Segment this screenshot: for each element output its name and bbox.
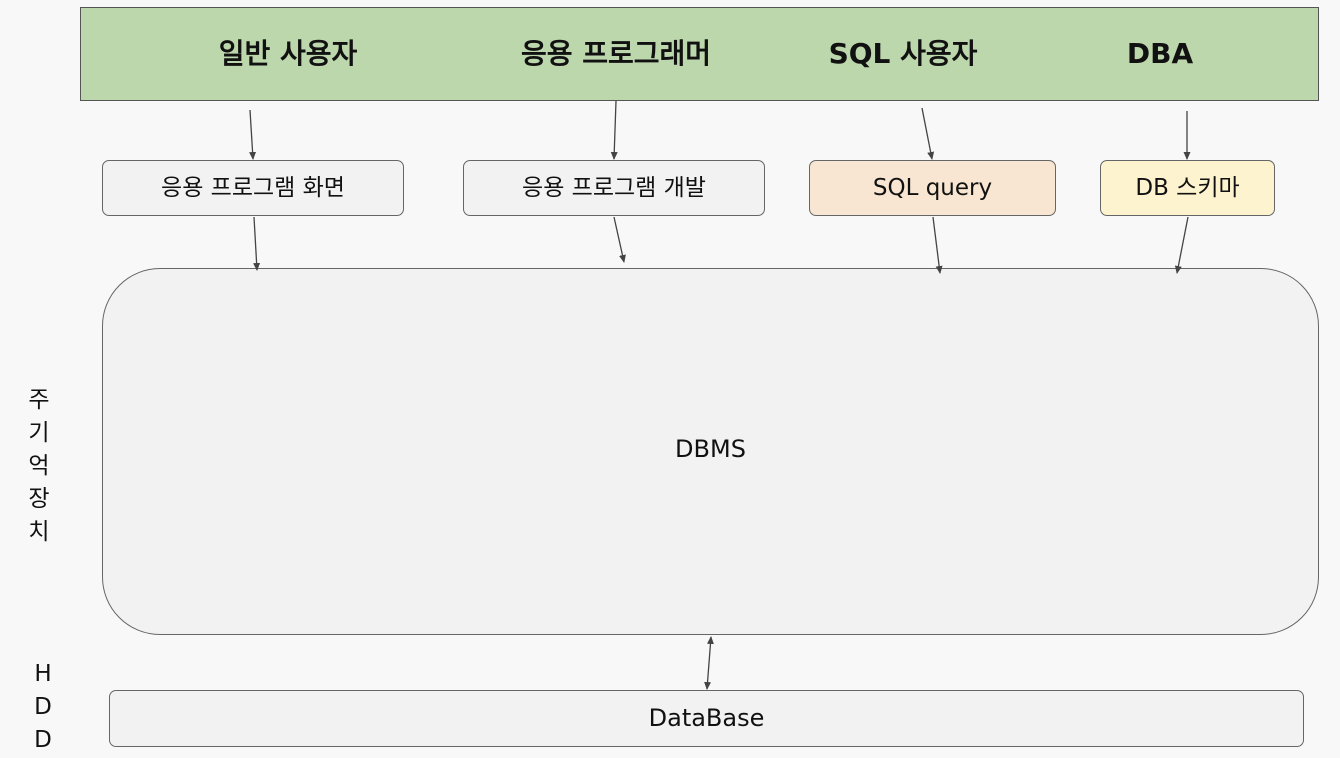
main-memory-label: 주 기 억 장 치 xyxy=(24,384,54,549)
arrow-query-to-dbms xyxy=(932,216,943,274)
main-memory-char: 억 xyxy=(28,453,50,479)
main-memory-char: 기 xyxy=(28,420,50,446)
db-schema-box: DB 스키마 xyxy=(1100,160,1275,216)
main-memory-char: 장 xyxy=(28,486,50,512)
hdd-char: H xyxy=(34,661,52,687)
actor-bar: 일반 사용자 응용 프로그래머 SQL 사용자 DBA xyxy=(80,7,1319,101)
app-dev-box: 응용 프로그램 개발 xyxy=(463,160,765,216)
arrow-sqluser-to-query xyxy=(921,107,935,160)
actor-app-programmer: 응용 프로그래머 xyxy=(520,37,712,70)
app-dev-label: 응용 프로그램 개발 xyxy=(522,175,706,201)
hdd-char: D xyxy=(34,727,52,753)
app-screen-label: 응용 프로그램 화면 xyxy=(161,175,345,201)
main-memory-char: 주 xyxy=(28,387,50,413)
app-screen-box: 응용 프로그램 화면 xyxy=(102,160,404,216)
sql-query-label: SQL query xyxy=(872,175,993,201)
main-memory-char: 치 xyxy=(28,519,50,545)
arrow-programmer-to-dev xyxy=(610,100,618,160)
sql-query-box: SQL query xyxy=(809,160,1056,216)
hdd-label: H D D xyxy=(28,658,58,757)
arrow-schema-to-dbms xyxy=(1174,216,1189,274)
actor-dba: DBA xyxy=(1126,37,1194,70)
arrow-dbms-database xyxy=(704,636,714,690)
arrow-screen-to-dbms xyxy=(253,216,261,271)
database-box: DataBase xyxy=(109,690,1304,747)
arrow-dev-to-dbms xyxy=(613,216,626,263)
actor-general-user: 일반 사용자 xyxy=(218,37,358,70)
dbms-box: DBMS xyxy=(102,268,1319,635)
actor-sql-user: SQL 사용자 xyxy=(828,37,978,70)
db-schema-label: DB 스키마 xyxy=(1135,175,1240,201)
hdd-char: D xyxy=(34,694,52,720)
arrow-user-to-screen xyxy=(249,109,257,160)
dbms-label: DBMS xyxy=(675,435,746,463)
